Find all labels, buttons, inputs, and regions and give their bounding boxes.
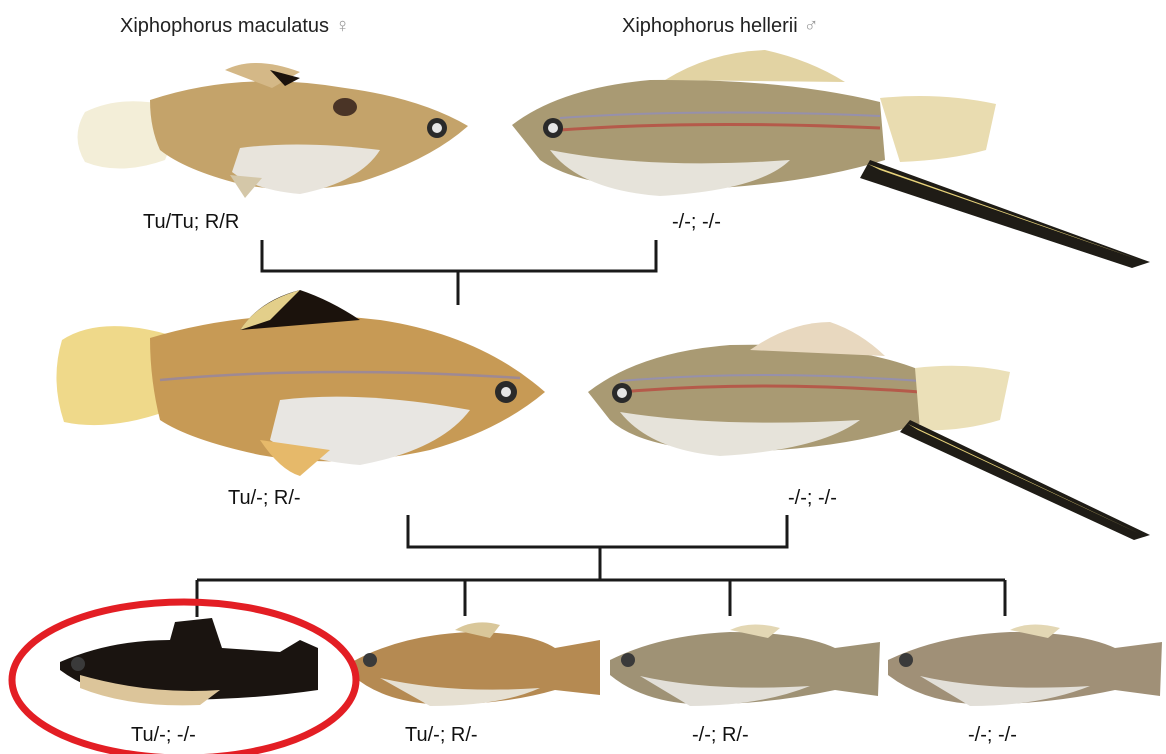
genotype-backcross-parent: -/-; -/- [788,488,837,508]
genotype-offspring-3: -/-; R/- [692,725,749,745]
female-symbol-icon: ♀ [335,15,350,37]
genotype-male-parent: -/-; -/- [672,212,721,232]
species-label-female: Xiphophorus maculatus ♀ [120,16,350,36]
species-name-female: Xiphophorus maculatus [120,15,329,37]
genotype-offspring-4: -/-; -/- [968,725,1017,745]
genotype-female-parent: Tu/Tu; R/R [143,212,239,232]
species-label-male: Xiphophorus hellerii ♂ [622,16,819,36]
species-name-male: Xiphophorus hellerii [622,15,798,37]
male-symbol-icon: ♂ [804,15,819,37]
genotype-offspring-1: Tu/-; -/- [131,725,196,745]
genotype-offspring-2: Tu/-; R/- [405,725,478,745]
genotype-f1-hybrid: Tu/-; R/- [228,488,301,508]
